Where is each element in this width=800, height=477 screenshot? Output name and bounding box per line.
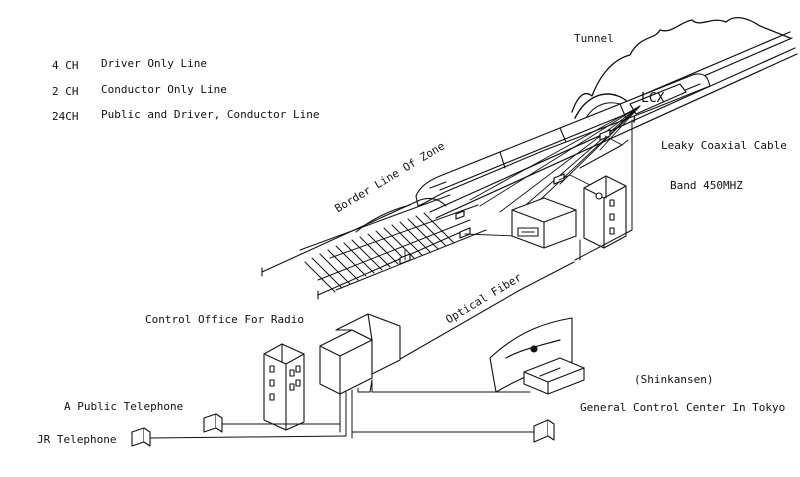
relay-station xyxy=(511,175,627,249)
public-telephone-label: A Public Telephone xyxy=(64,400,184,413)
legend-channels-2: 2 CH xyxy=(52,85,79,98)
legend-channels-1: 4 CH xyxy=(52,59,79,72)
lcx-feed-lines xyxy=(574,119,633,261)
legend-channels-3: 24CH xyxy=(52,110,79,123)
telephone-wiring xyxy=(149,423,535,439)
band-label: Band 450MHZ xyxy=(670,179,743,192)
radiation-lines xyxy=(469,105,641,213)
control-office-label: Control Office For Radio xyxy=(145,313,304,326)
leaky-coaxial-cable-label: Leaky Coaxial Cable xyxy=(661,139,787,152)
general-control-center-label: General Control Center In Tokyo xyxy=(580,401,786,414)
legend-description-3: Public and Driver, Conductor Line xyxy=(101,108,320,121)
office-wiring xyxy=(339,379,531,439)
control-console xyxy=(489,317,585,395)
tunnel-label: Tunnel xyxy=(574,32,614,45)
zone-border-lines xyxy=(261,197,471,300)
shinkansen-label: (Shinkansen) xyxy=(634,373,714,386)
control-office xyxy=(263,313,401,431)
legend-description-2: Conductor Only Line xyxy=(101,83,227,96)
legend-description-1: Driver Only Line xyxy=(101,57,207,70)
mountain-outline xyxy=(571,16,791,113)
telephones xyxy=(131,413,555,447)
lcx-label: LCX xyxy=(641,91,665,106)
lower-track xyxy=(299,194,487,293)
optical-fiber-line xyxy=(394,261,575,363)
jr-telephone-label: JR Telephone xyxy=(37,433,117,446)
